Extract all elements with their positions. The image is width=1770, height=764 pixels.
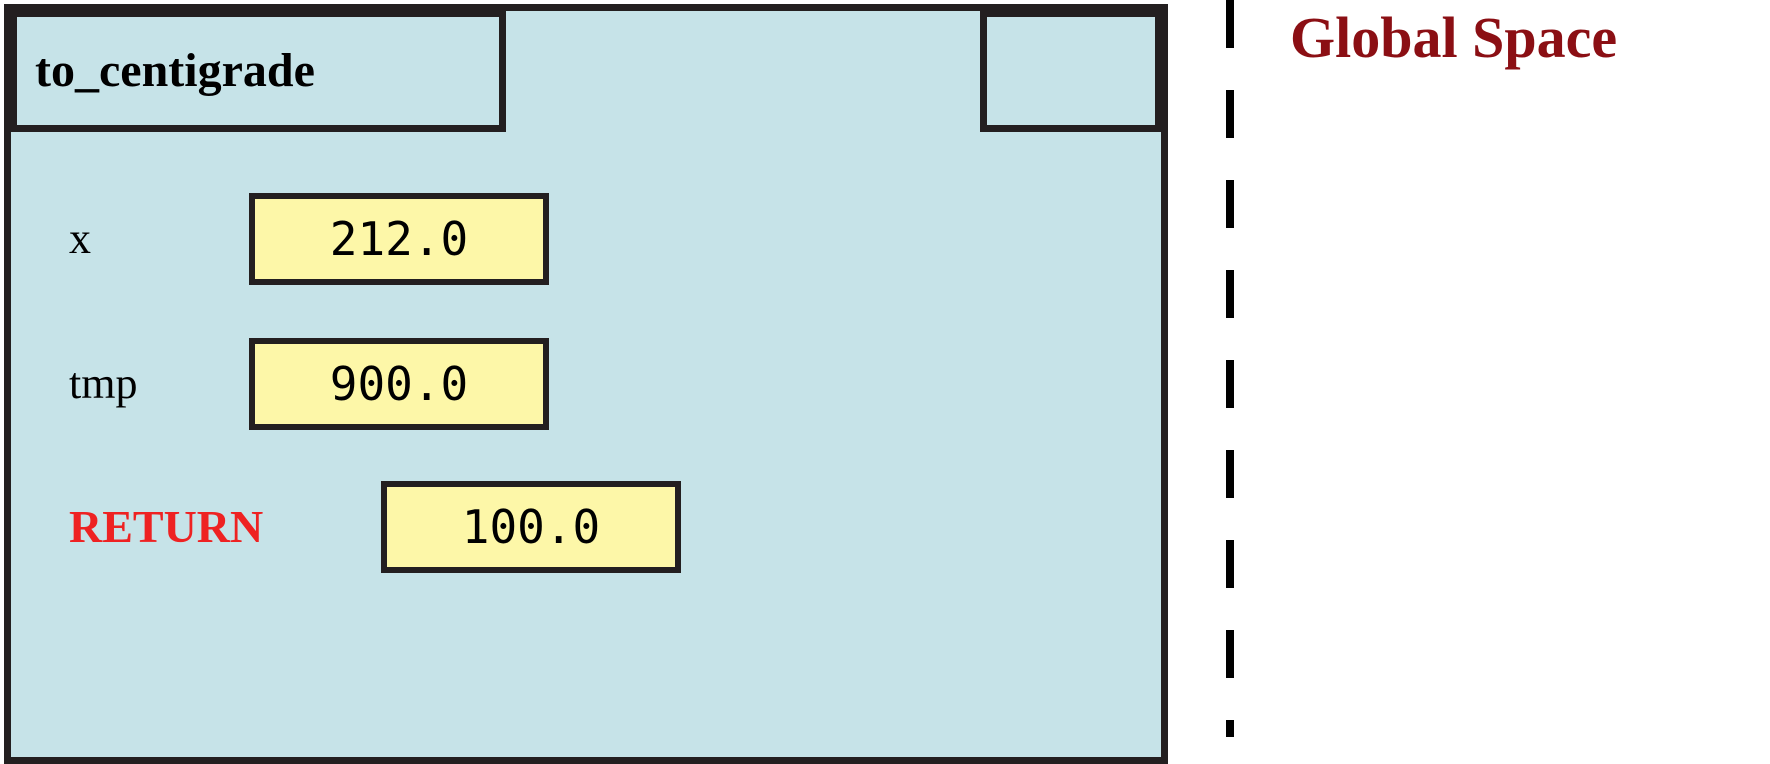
call-frame-header: to_centigrade	[10, 10, 506, 132]
program-counter-box	[980, 10, 1162, 132]
diagram-canvas: to_centigrade x 212.0 tmp 900.0	[4, 0, 1760, 764]
variable-name-tmp: tmp	[69, 359, 138, 408]
dashed-divider	[1226, 0, 1234, 737]
variable-value-x: 212.0	[329, 212, 469, 266]
global-space-panel: Global Space	[1290, 6, 1760, 88]
variable-row-tmp: tmp 900.0	[69, 338, 549, 430]
function-name-label: to_centigrade	[35, 44, 315, 97]
variable-value-tmp: 900.0	[329, 357, 469, 411]
return-value: 100.0	[461, 500, 601, 554]
call-frame-to-centigrade: to_centigrade x 212.0 tmp 900.0	[4, 4, 1168, 764]
return-value-box: 100.0	[381, 481, 681, 573]
variable-name-x: x	[69, 214, 91, 263]
variable-row-x: x 212.0	[69, 193, 549, 285]
return-label: RETURN	[69, 501, 264, 552]
variable-value-box-tmp: 900.0	[249, 338, 549, 430]
variable-value-box-x: 212.0	[249, 193, 549, 285]
global-space-title: Global Space	[1290, 5, 1618, 70]
variable-row-return: RETURN 100.0	[69, 481, 681, 573]
